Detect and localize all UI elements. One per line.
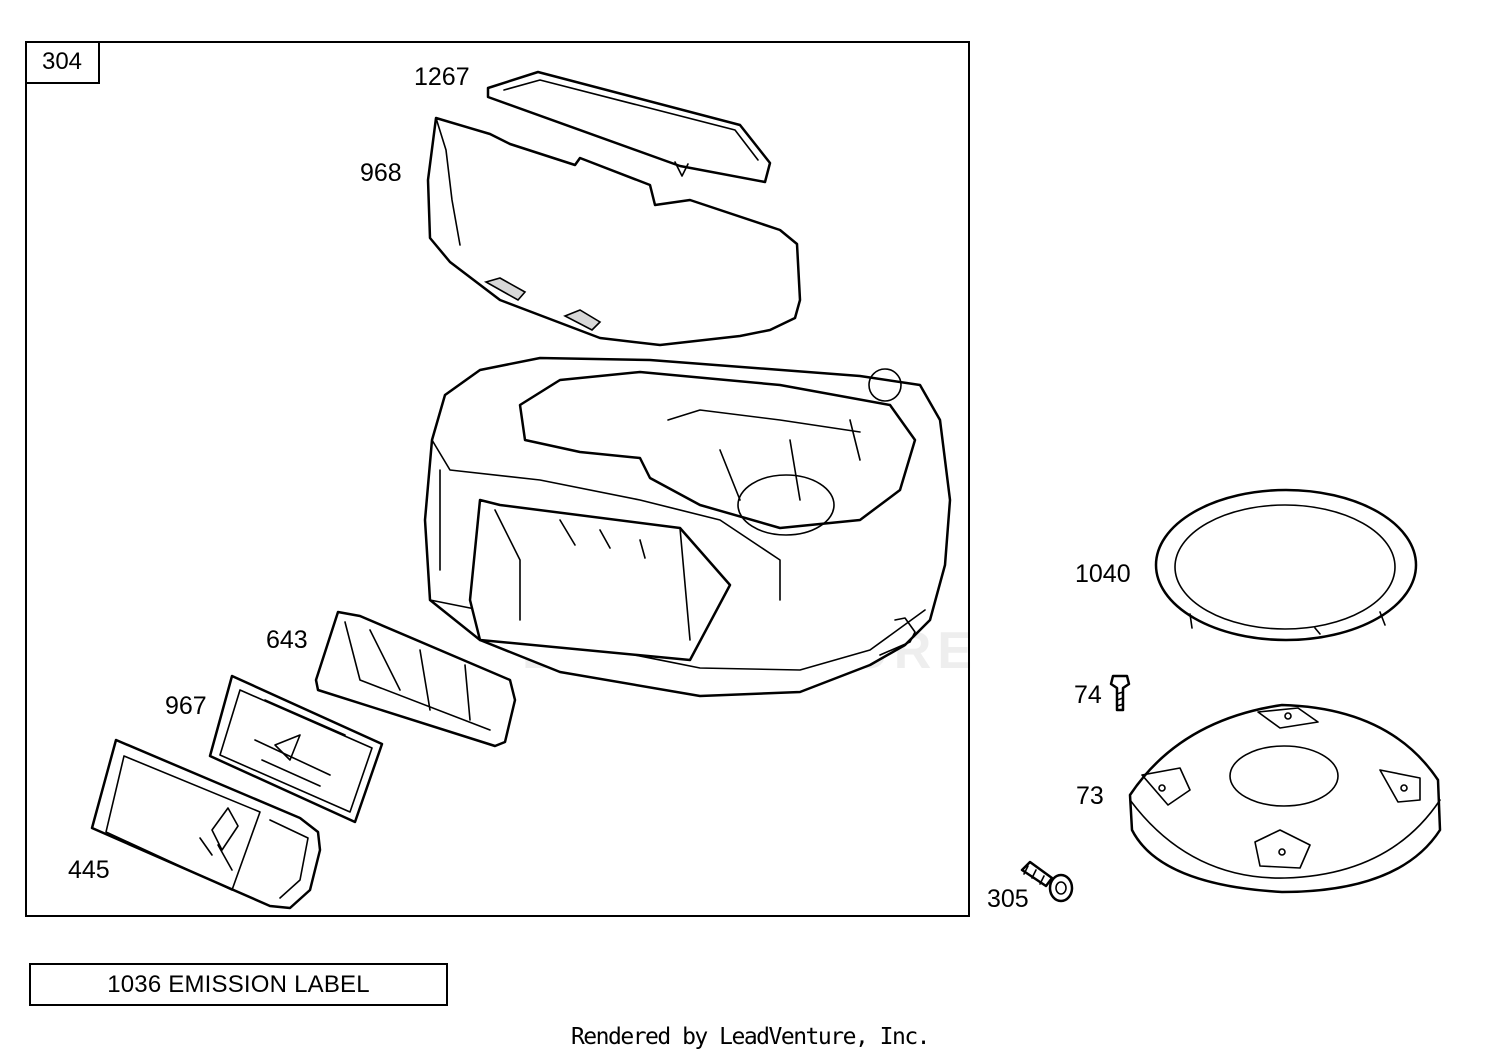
panel-bracket-part xyxy=(314,610,517,748)
callout-bolt: 305 xyxy=(987,885,1029,913)
base-plate-part xyxy=(1128,703,1442,894)
ring-gasket-part xyxy=(1154,488,1418,642)
callout-face-plate: 445 xyxy=(68,856,110,884)
blower-housing-part xyxy=(423,356,952,698)
callout-top-cover: 968 xyxy=(360,159,402,187)
screw-part xyxy=(1109,674,1131,712)
bolt-part xyxy=(1020,860,1074,903)
reference-number-box: 304 xyxy=(26,42,100,84)
callout-panel-bracket: 643 xyxy=(266,626,308,654)
callout-decal: 967 xyxy=(165,692,207,720)
callout-base-plate: 73 xyxy=(1076,782,1104,810)
callout-screw: 74 xyxy=(1074,681,1102,709)
diagram-frame xyxy=(25,41,970,917)
decal-part xyxy=(208,674,384,824)
cover-insert-part xyxy=(486,70,772,184)
callout-ring-gasket: 1040 xyxy=(1075,560,1131,588)
face-plate-part xyxy=(90,738,322,910)
emission-label-note: 1036 EMISSION LABEL xyxy=(29,963,448,1006)
rendered-by-footer: Rendered by LeadVenture, Inc. xyxy=(570,1024,931,1050)
callout-cover-insert: 1267 xyxy=(414,63,470,91)
top-cover-part xyxy=(426,116,802,347)
